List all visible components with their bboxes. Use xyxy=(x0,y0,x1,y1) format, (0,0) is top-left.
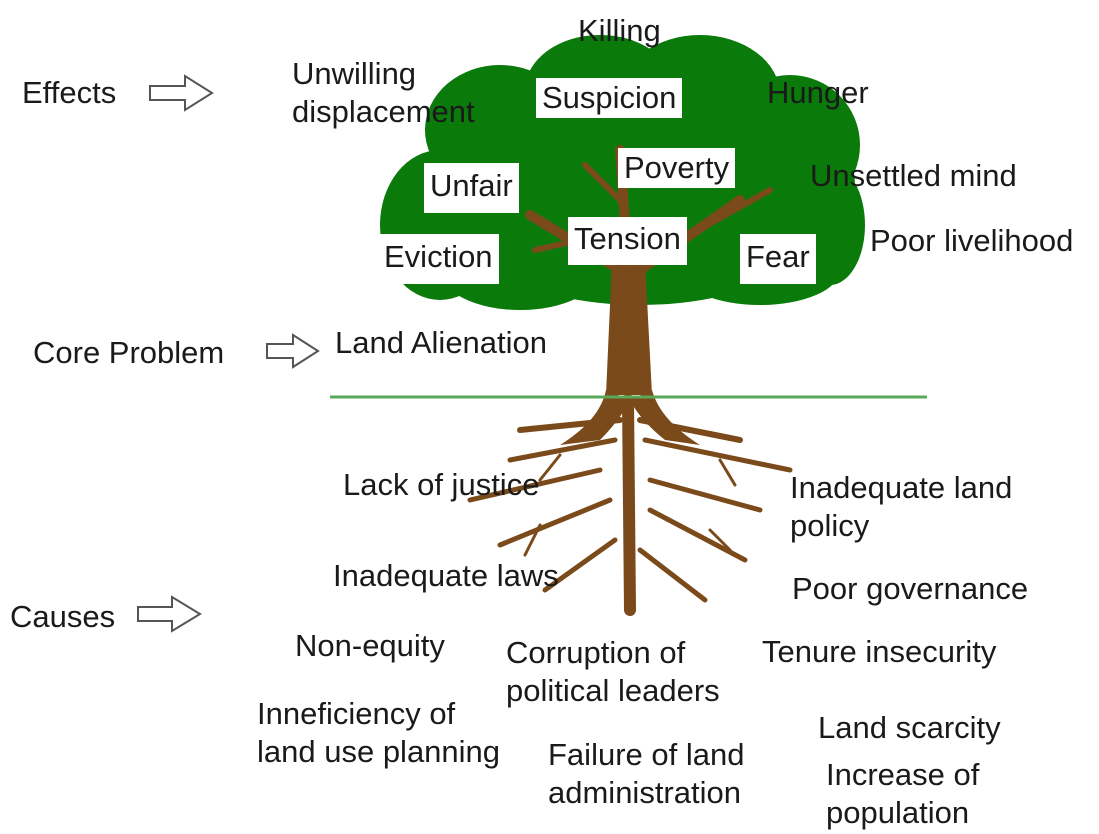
effect-eviction: Eviction xyxy=(378,234,499,284)
effect-unsettled-mind: Unsettled mind xyxy=(810,158,1017,193)
cause-corruption-political-leaders: Corruption of political leaders xyxy=(506,635,720,708)
effect-poverty: Poverty xyxy=(618,148,736,188)
effect-unwilling-displacement: Unwilling displacement xyxy=(292,56,475,129)
cause-inadequate-land-policy: Inadequate land policy xyxy=(790,470,1013,543)
cause-land-scarcity: Land scarcity xyxy=(818,710,1001,745)
cause-increase-of-population: Increase of population xyxy=(826,757,980,830)
core-problem-land-alienation: Land Alienation xyxy=(335,325,548,360)
cause-poor-governance: Poor governance xyxy=(792,571,1029,606)
tree-trunk xyxy=(467,145,793,616)
cause-inadequate-laws: Inadequate laws xyxy=(333,558,559,593)
effect-suspicion: Suspicion xyxy=(536,78,683,118)
cause-non-equity: Non-equity xyxy=(295,628,445,663)
cause-tenure-insecurity: Tenure insecurity xyxy=(762,634,997,669)
cause-lack-of-justice: Lack of justice xyxy=(343,467,540,502)
effect-fear: Fear xyxy=(740,234,816,284)
effect-hunger: Hunger xyxy=(767,75,869,110)
effect-poor-livelihood: Poor livelihood xyxy=(870,223,1074,258)
core-problem-side-label: Core Problem xyxy=(33,335,225,370)
arrow-icon-effects xyxy=(149,74,214,112)
arrow-icon-causes xyxy=(137,595,202,633)
effects-side-label: Effects xyxy=(22,75,117,110)
cause-inefficiency-land-use-planning: Inneficiency of land use planning xyxy=(257,696,501,769)
effect-tension: Tension xyxy=(568,217,687,265)
effect-killing: Killing xyxy=(578,13,661,48)
arrow-icon-core xyxy=(266,333,320,369)
effect-unfair: Unfair xyxy=(424,163,519,213)
cause-failure-land-administration: Failure of land administration xyxy=(548,737,745,810)
causes-side-label: Causes xyxy=(10,599,116,634)
